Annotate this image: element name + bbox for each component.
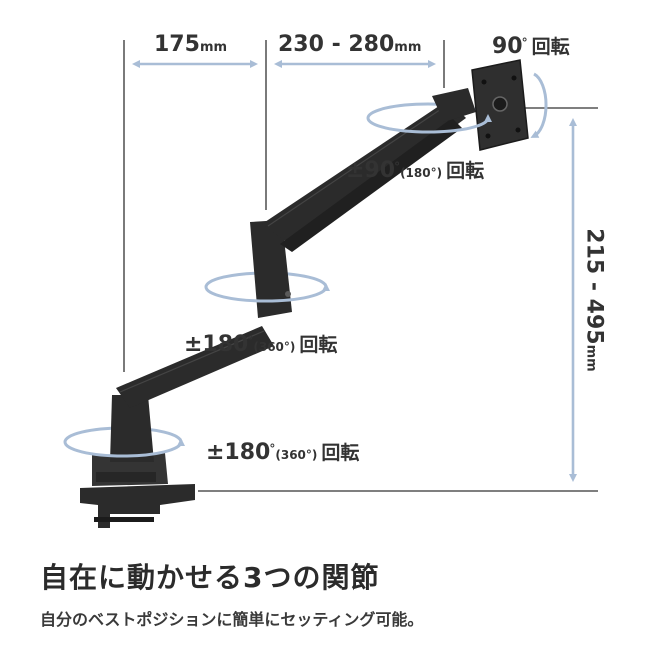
page-subtitle: 自分のベストポジションに簡単にセッティング可能。	[40, 610, 424, 629]
rotation-label-tilt: 90°回転	[492, 34, 570, 59]
rotation-arrow-head	[366, 114, 492, 134]
rotation-arrow-tilt	[530, 72, 548, 138]
page-title: 自在に動かせる3つの関節	[40, 561, 380, 594]
dimension-label-175: 175mm	[154, 32, 228, 57]
dimension-label-230-280: 230 - 280mm	[278, 32, 422, 57]
rotation-label-head: ±90°(180°)回転	[346, 158, 485, 183]
lower-arm	[116, 326, 274, 408]
rotation-arrow-base	[63, 438, 185, 458]
rotation-arrow-elbow	[204, 283, 330, 303]
rotation-label-base: ±180°(360°)回転	[206, 440, 360, 465]
dimension-label-height: 215 - 495mm	[581, 228, 607, 372]
arm-base-post	[110, 395, 154, 462]
guide-lines	[123, 40, 598, 492]
head-joint	[432, 88, 476, 122]
upper-arm	[262, 100, 466, 246]
rotation-label-elbow: ±180°(360°)回転	[184, 332, 338, 357]
dimension-arrows	[132, 60, 577, 482]
desk-clamp	[80, 453, 195, 528]
vesa-hub	[492, 96, 508, 112]
